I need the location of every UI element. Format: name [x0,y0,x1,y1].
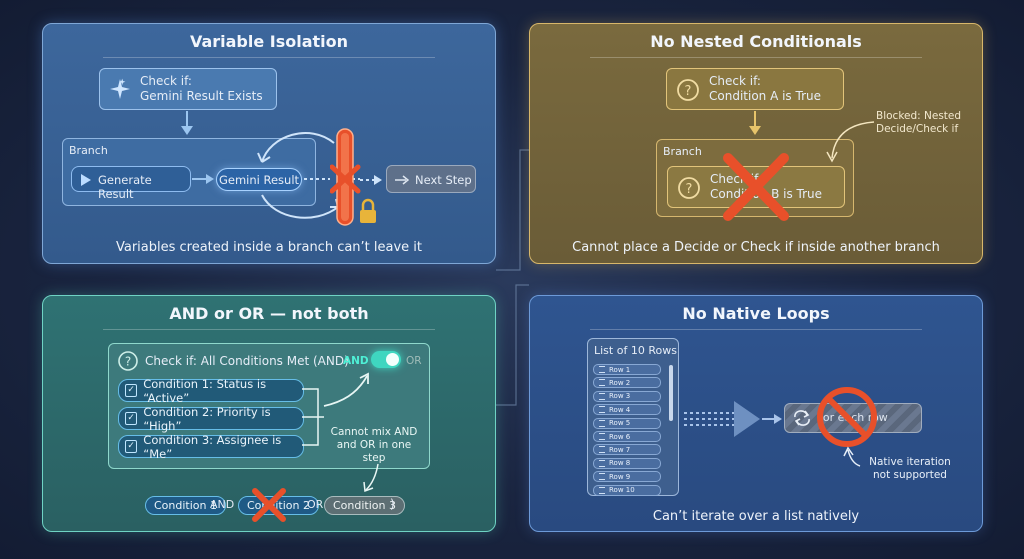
checkbox-icon: ✓ [125,440,138,453]
condition-1[interactable]: ✓ Condition 1: Status is “Active” [118,376,304,405]
condition-3-label: Condition 3: Assignee is “Me” [143,432,282,461]
toggle-knob [386,353,399,366]
and-or-toggle[interactable] [371,351,401,368]
panel-title: Variable Isolation [189,32,349,51]
expr-close: ) [390,497,395,511]
expr-or: OR [307,498,324,511]
list-item: Row 9 [593,471,661,483]
list-item: Row 10 [593,484,661,496]
for-each-step: For each row [784,403,922,433]
list-item: Row 2 [593,377,661,389]
expr-condition-1: Condition 1 [145,496,226,515]
list-title: List of 10 Rows [594,344,677,357]
check-condition: Gemini Result Exists [140,89,263,103]
sparkle-icon [110,78,130,99]
divider [103,57,435,58]
blocked-note-arrow [826,121,875,163]
check-condition: Condition A is True [709,89,821,103]
condition-2[interactable]: ✓ Condition 2: Priority is “High” [118,404,304,433]
check-if-card: Check if: Gemini Result Exists [99,68,277,110]
divider [590,329,922,330]
panel-caption: Cannot place a Decide or Check if inside… [572,240,940,255]
list-item: Row 4 [593,404,661,416]
condition-2-label: Condition 2: Priority is “High” [143,404,271,433]
gemini-result-label: Gemini Result [218,173,300,187]
panel-caption: Variables created inside a branch can’t … [115,240,423,255]
generate-result-step[interactable]: Generate Result [71,166,191,201]
check-if-label: Check if: [140,74,192,88]
arrow-icon [192,174,214,184]
down-arrow-icon [181,111,193,135]
next-step-label: Next Step [415,173,472,187]
check-header: Check if: All Conditions Met (AND) [145,354,349,368]
check-if-label: Check if: [709,74,761,88]
toggle-and-label: AND [343,355,369,367]
panel-title: AND or OR — not both [169,304,369,323]
panel-title: No Native Loops [682,304,830,323]
down-arrow-icon [749,111,761,135]
mix-note: Cannot mix AND and OR in one step [330,426,418,464]
note-arrow [843,446,861,467]
list-item: Row 7 [593,444,661,456]
list-scrollbar[interactable] [669,365,673,421]
divider [103,329,435,330]
question-icon: ? [677,79,699,101]
blocked-note: Blocked: Nested Decide/Check if [876,110,962,135]
right-arrow-icon [395,175,409,185]
play-icon [81,174,91,186]
note-arrow [363,463,379,493]
condition-3[interactable]: ✓ Condition 3: Assignee is “Me” [118,432,304,461]
list-item: Row 8 [593,457,661,469]
outer-check-if-card: ? Check if: Condition A is True [666,68,844,110]
expr-and: AND ( [210,498,243,511]
list-item: Row 3 [593,390,661,402]
branch-label: Branch [69,144,108,157]
arrow-icon [762,414,782,424]
blocked-flow-arrows [257,132,360,219]
barrier-icon [330,128,361,226]
panel-title: No Nested Conditionals [650,32,862,51]
question-icon: ? [118,351,138,371]
iteration-note: Native iteration not supported [869,456,951,481]
checkbox-icon: ✓ [125,412,138,425]
generate-result-label: Generate Result [98,173,152,201]
svg-text:?: ? [686,182,693,197]
lock-arrow-group [360,175,382,223]
prohibited-icon [817,387,877,447]
for-each-label: For each row [817,411,888,424]
condition-1-label: Condition 1: Status is “Active” [143,376,267,405]
conditions-bracket [302,372,369,446]
question-icon: ? [678,177,700,199]
branch-label: Branch [663,145,702,158]
svg-text:?: ? [125,355,131,369]
blocked-x-icon [723,153,789,221]
repeat-icon [794,410,810,426]
list-item: Row 5 [593,417,661,429]
expr-condition-3: Condition 3 [324,496,405,515]
dashed-flow-arrow [684,401,760,437]
list-item: Row 1 [593,364,661,375]
gemini-result-variable[interactable]: Gemini Result [216,168,302,191]
mixed-blocked-x-icon [252,488,286,522]
panel-caption: Can’t iterate over a list natively [652,509,860,524]
checkbox-icon: ✓ [125,384,138,397]
list-item: Row 6 [593,431,661,442]
divider [590,57,922,58]
svg-text:?: ? [685,84,692,99]
lock-icon [360,198,376,223]
next-step-card[interactable]: Next Step [386,165,476,193]
toggle-or-label: OR [406,355,422,367]
